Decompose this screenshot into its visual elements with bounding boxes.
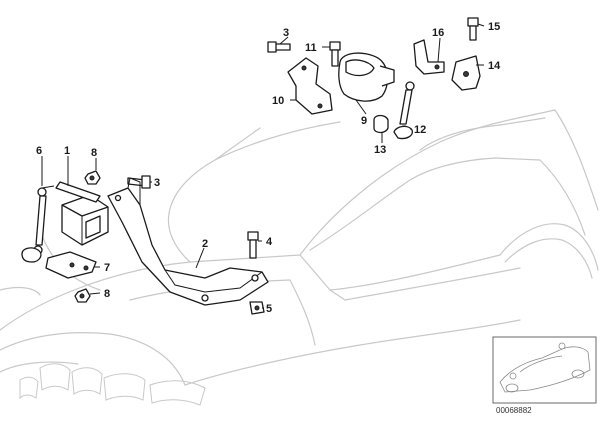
part-number-8-upper: 8 [91,147,97,159]
part-8-nut-upper [84,170,101,185]
part-number-2: 2 [202,238,208,250]
part-10-bracket [287,57,333,115]
part-number-15: 15 [488,21,500,33]
part-number-14: 14 [488,60,501,72]
part-number-7: 7 [104,262,110,274]
part-12-link-rod [393,81,415,140]
part-number-9: 9 [361,115,367,127]
part-number-6: 6 [36,145,42,157]
part-number-8-lower: 8 [104,288,110,300]
part-3-bolt-right [267,41,291,53]
part-3-bolt-left [127,175,151,189]
part-number-4: 4 [266,236,273,248]
part-16-bracket [413,39,445,75]
drawing-number: 00068882 [496,406,532,415]
car-front-grille [19,363,206,406]
leader-lines [41,23,485,309]
part-number-11: 11 [305,42,317,54]
part-1-level-sensor [55,181,109,246]
car-body-outline [0,109,599,386]
overview-thumbnail [492,336,597,404]
part-number-16: 16 [432,27,444,39]
part-4-bolt [247,231,259,259]
part-number-5: 5 [266,303,272,315]
part-13-grommet [373,114,389,134]
part-14-bracket [451,55,481,91]
part-8-nut-lower [74,288,91,303]
part-6-link-rod [21,185,55,263]
part-9-level-sensor [338,52,395,102]
part-11-bolt [329,41,341,67]
part-15-bolt [467,17,479,41]
part-number-10: 10 [272,95,284,107]
part-number-13: 13 [374,144,386,156]
part-number-12: 12 [414,124,426,136]
part-5-nut [249,301,265,315]
part-number-1: 1 [64,145,70,157]
part-2-carrier-bracket [107,177,269,306]
part-number-3-left: 3 [154,177,160,189]
part-number-labels: 1 2 3 3 4 5 6 7 8 8 9 10 11 12 13 14 15 … [36,21,501,315]
part-number-3-right: 3 [283,27,289,39]
part-7-bracket [45,251,97,279]
